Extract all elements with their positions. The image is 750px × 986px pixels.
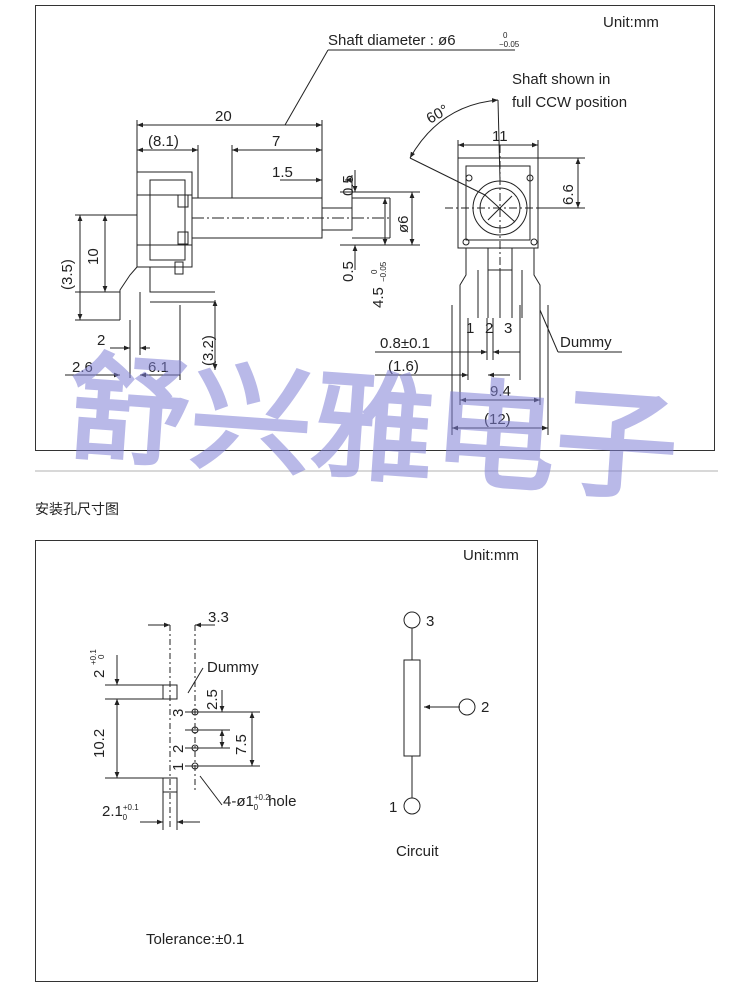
pin-1-label: 1 (466, 320, 474, 337)
pin-3-label: 3 (504, 320, 512, 337)
dummy-hole-bottom (162, 777, 178, 793)
dim-3-5: (3.5) (59, 259, 76, 290)
dimension-drawing-panel (35, 5, 715, 451)
terminal-2 (458, 698, 476, 716)
dim-3-3: 3.3 (208, 609, 229, 626)
svg-text:−0.05: −0.05 (379, 261, 388, 282)
circuit-pin-1: 1 (389, 799, 397, 816)
dim-0-8: 0.8±0.1 (380, 335, 430, 352)
dim-3-2: (3.2) (200, 335, 217, 366)
dim-10-2: 10.2 (91, 729, 108, 758)
resistor (403, 659, 421, 757)
mounting-hole-drawing (105, 611, 476, 830)
dummy-label: Dummy (207, 659, 259, 676)
watermark: 舒兴雅电子 (64, 338, 682, 519)
dim-4-5: 4.5 (370, 287, 387, 308)
dim-8-1: (8.1) (148, 133, 179, 150)
dummy-label: Dummy (560, 334, 612, 351)
shaft-note-line1: Shaft shown in (512, 71, 610, 88)
dim-0-5-top: 0.5 (340, 175, 357, 196)
dim-10: 10 (85, 248, 102, 265)
section-title: 安装孔尺寸图 (35, 501, 119, 517)
angle-label: 60° (424, 101, 452, 127)
top-drawing (65, 49, 622, 435)
dim-1-6: (1.6) (388, 358, 419, 375)
top-labels: Unit:mm Shaft diameter : ø6 0 −0.05 Shaf… (59, 14, 659, 428)
pin-2-label: 2 (485, 320, 493, 337)
circuit-pin-2: 2 (481, 699, 489, 716)
mounting-hole-labels: Unit:mm 3.3 2 +0.1 0 Dummy 2.5 10.2 7.5 … (89, 547, 519, 948)
dim-6-1: 6.1 (148, 359, 169, 376)
dim-9-4: 9.4 (490, 383, 511, 400)
dim-20: 20 (215, 108, 232, 125)
circuit-pin-3: 3 (426, 613, 434, 630)
dim-2-6: 2.6 (72, 359, 93, 376)
tolerance-label: Tolerance:±0.1 (146, 931, 244, 948)
divider (35, 470, 718, 472)
svg-text:0: 0 (97, 654, 106, 659)
svg-text:−0.05: −0.05 (499, 40, 520, 49)
dim-12: (12) (484, 411, 511, 428)
dim-1-5: 1.5 (272, 164, 293, 181)
terminal-3 (403, 611, 421, 629)
unit-label: Unit:mm (603, 14, 659, 31)
circuit-label: Circuit (396, 843, 439, 860)
pin-1-label: 1 (170, 763, 187, 771)
dim-2: 2 (91, 670, 108, 678)
potentiometer-body-side (136, 171, 193, 268)
dim-phi6: ø6 (395, 215, 412, 233)
shaft-diameter-label: Shaft diameter : ø6 (328, 32, 456, 49)
svg-text:0: 0 (503, 31, 508, 40)
dim-7-5: 7.5 (233, 734, 250, 755)
unit-label: Unit:mm (463, 547, 519, 564)
dim-2: 2 (97, 332, 105, 349)
dim-0-5-bottom: 0.5 (340, 261, 357, 282)
pin-3-label: 3 (170, 709, 187, 717)
svg-text:+0.1: +0.1 (89, 649, 98, 665)
dim-7: 7 (272, 133, 280, 150)
dim-11: 11 (492, 128, 508, 145)
dim-2-5: 2.5 (204, 689, 221, 710)
shaft-note-line2: full CCW position (512, 94, 627, 111)
dim-6-6: 6.6 (560, 184, 577, 205)
svg-text:0: 0 (370, 269, 379, 274)
pin-2-label: 2 (170, 745, 187, 753)
terminal-1 (403, 797, 421, 815)
